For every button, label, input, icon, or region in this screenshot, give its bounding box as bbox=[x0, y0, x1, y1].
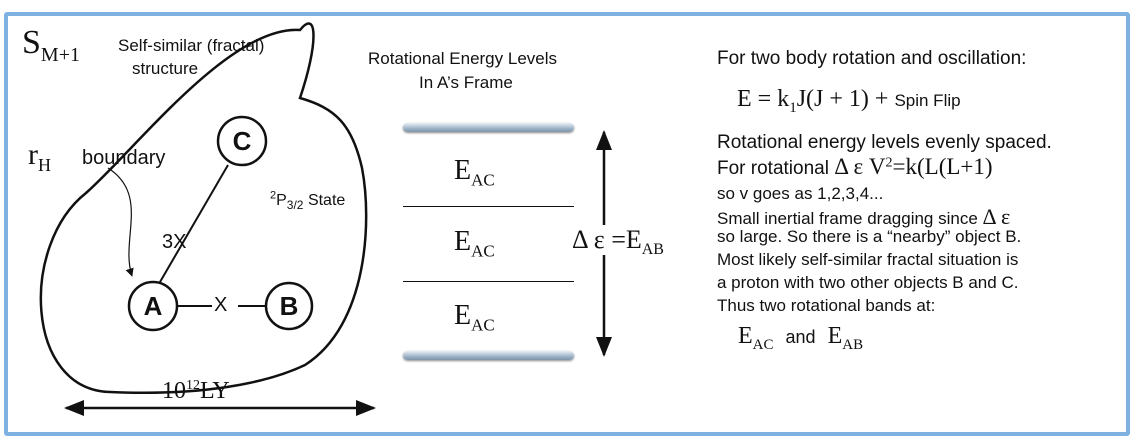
levels-title-line1: Rotational Energy Levels bbox=[368, 49, 558, 68]
node-b-circle bbox=[264, 281, 314, 331]
text-line-7: a proton with two other objects B and C. bbox=[717, 273, 1019, 292]
fractal-boundary-curve bbox=[39, 22, 368, 395]
node-b-label: B bbox=[280, 291, 299, 321]
edge-ab-label: X bbox=[214, 294, 228, 316]
text-line-3: so v goes as 1,2,3,4... bbox=[717, 184, 884, 203]
edge-ac-label: 3X bbox=[162, 231, 187, 253]
bands-line: EAC and EAB bbox=[738, 323, 864, 353]
fractal-label-line1: Self-similar (fractal) bbox=[118, 36, 265, 55]
node-c-circle bbox=[216, 115, 268, 167]
boundary-pointer-arrow bbox=[107, 167, 134, 277]
text-heading: For two body rotation and oscillation: bbox=[717, 48, 1027, 69]
delta-energy-label: Δ ε =EAB bbox=[570, 225, 666, 259]
text-line-2: For rotational Δ ε V2=k(L(L+1) bbox=[717, 154, 993, 179]
levels-title-line2: In A’s Frame bbox=[419, 73, 513, 92]
text-line-1: Rotational energy levels evenly spaced. bbox=[717, 132, 1052, 153]
level-label-2: EAC bbox=[454, 226, 495, 261]
bottom-level-bar bbox=[403, 351, 574, 360]
node-a-label: A bbox=[144, 291, 163, 321]
energy-equation: E = k1J(J + 1) + Spin Flip bbox=[737, 86, 961, 116]
level-line-1 bbox=[403, 206, 574, 207]
text-line-4: Small inertial frame dragging since Δ ε bbox=[717, 204, 1011, 229]
node-c-label: C bbox=[233, 126, 252, 156]
node-a-circle bbox=[127, 280, 179, 332]
level-label-1: EAC bbox=[454, 155, 495, 190]
figure-border bbox=[4, 12, 1130, 436]
top-level-bar bbox=[403, 123, 574, 132]
s-m-plus-1-label: SM+1 bbox=[22, 24, 80, 66]
level-label-3: EAC bbox=[454, 300, 495, 335]
text-line-6: Most likely self-similar fractal situati… bbox=[717, 250, 1019, 269]
text-line-8: Thus two rotational bands at: bbox=[717, 296, 936, 315]
scale-label: 1012LY bbox=[162, 378, 230, 404]
edge-ac bbox=[159, 164, 229, 283]
text-line-5: so large. So there is a “nearby” object … bbox=[717, 227, 1022, 246]
level-line-2 bbox=[403, 281, 574, 282]
fractal-label-line2: structure bbox=[132, 59, 199, 78]
rh-label: rH bbox=[28, 138, 51, 175]
state-label: 2P3/2 State bbox=[270, 189, 346, 213]
boundary-label: boundary bbox=[82, 147, 166, 169]
